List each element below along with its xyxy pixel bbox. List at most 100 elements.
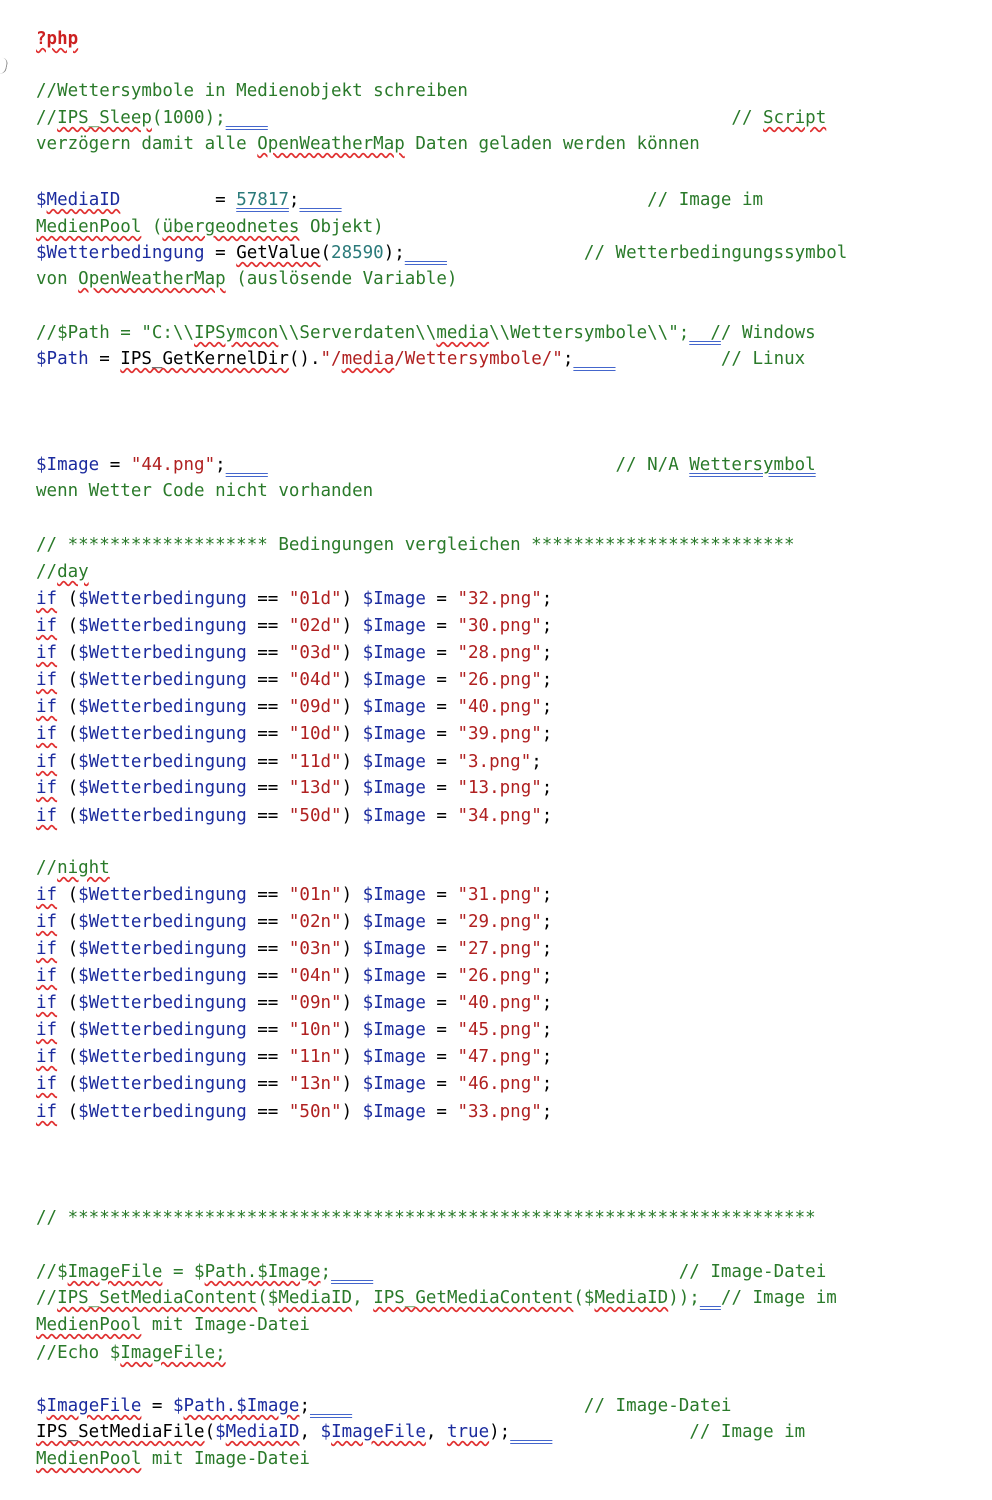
- code-token: "03n": [288, 939, 342, 959]
- code-token: =: [425, 778, 458, 798]
- code-token: MediaID: [278, 1288, 353, 1308]
- code-token: ,: [352, 1288, 374, 1308]
- code-token: $Image: [362, 885, 426, 905]
- code-token: ;: [541, 1047, 553, 1067]
- code-token: //: [36, 108, 58, 128]
- code-token: ==: [246, 1102, 289, 1122]
- code-token: =: [425, 912, 458, 932]
- code-token: //: [36, 858, 58, 878]
- code-token: =: [425, 1102, 458, 1122]
- code-token: ;: [320, 1262, 332, 1282]
- code-token: OpenWeatherMap: [257, 134, 405, 154]
- code-token: ;: [288, 190, 300, 210]
- code-token: ;: [541, 724, 553, 744]
- code-token: MedienPool: [36, 217, 142, 237]
- margin-bracket-mark: [0, 57, 9, 75]
- code-token: [310, 1396, 352, 1416]
- code-token: (: [57, 724, 79, 744]
- code-token: ==: [246, 752, 289, 772]
- code-token: $Wetterbedingung: [78, 1047, 247, 1067]
- code-token: "13n": [288, 1074, 342, 1094]
- code-token: =: [425, 670, 458, 690]
- code-token: $Wetterbedingung: [78, 616, 247, 636]
- code-line: MedienPool mit Image-Datei: [36, 1314, 310, 1336]
- code-token: ;: [541, 912, 553, 932]
- code-token: "44.png": [130, 455, 216, 475]
- code-token: $Image: [362, 912, 426, 932]
- code-token: ,: [299, 1422, 321, 1442]
- code-token: =: [88, 349, 121, 369]
- code-line: MedienPool (übergeodnetes Objekt): [36, 216, 384, 238]
- code-token: =: [425, 724, 458, 744]
- code-token: $Wetterbedingung: [78, 670, 247, 690]
- code-line: $Wetterbedingung = GetValue(28590); // W…: [36, 242, 847, 264]
- code-token: $Image: [362, 589, 426, 609]
- code-token: ($: [257, 1288, 279, 1308]
- code-token: "04d": [288, 670, 342, 690]
- code-token: "10n": [288, 1020, 342, 1040]
- code-token: $Wetterbedingung: [78, 806, 247, 826]
- code-token: if: [36, 806, 58, 826]
- code-line: ?php: [36, 28, 78, 50]
- code-token: "40.png": [457, 697, 542, 717]
- code-token: ;: [541, 939, 553, 959]
- code-token: "09n": [288, 993, 342, 1013]
- code-token: ().: [288, 349, 321, 369]
- code-token: ==: [246, 778, 289, 798]
- code-line: if ($Wetterbedingung == "02n") $Image = …: [36, 911, 552, 933]
- code-token: ;: [541, 966, 553, 986]
- code-token: "29.png": [457, 912, 542, 932]
- code-line: if ($Wetterbedingung == "03n") $Image = …: [36, 938, 552, 960]
- code-token: $Image: [362, 697, 426, 717]
- code-token: $Wetterbedingung: [78, 643, 247, 663]
- code-token: ): [341, 643, 363, 663]
- code-token: $Image: [362, 616, 426, 636]
- code-token: $Image: [362, 1074, 426, 1094]
- code-token: (: [57, 670, 79, 690]
- code-line: if ($Wetterbedingung == "09d") $Image = …: [36, 696, 552, 718]
- code-token: (: [57, 778, 79, 798]
- code-token: IPS_SetMediaContent: [57, 1288, 258, 1308]
- code-token: if: [36, 1074, 58, 1094]
- code-token: if: [36, 912, 58, 932]
- code-token: =: [425, 697, 458, 717]
- code-token: ;: [531, 752, 542, 772]
- code-line: if ($Wetterbedingung == "10d") $Image = …: [36, 723, 552, 745]
- code-token: ($: [573, 1288, 595, 1308]
- code-token: =: [425, 616, 458, 636]
- code-token: (: [57, 806, 79, 826]
- code-token: =: [425, 1020, 458, 1040]
- code-token: "28.png": [457, 643, 542, 663]
- code-token: $Wetterbedingung: [78, 993, 247, 1013]
- code-token: =: [425, 806, 458, 826]
- code-token: //: [267, 108, 764, 128]
- code-token: ): [341, 806, 363, 826]
- code-token: ==: [246, 616, 289, 636]
- code-line: //Wettersymbole in Medienobjekt schreibe…: [36, 80, 468, 102]
- code-token: // N/A: [267, 455, 690, 475]
- code-token: $Image: [362, 643, 426, 663]
- code-line: // *************************************…: [36, 1207, 816, 1229]
- code-token: "09d": [288, 697, 342, 717]
- code-token: "03d": [288, 643, 342, 663]
- code-token: ): [341, 697, 363, 717]
- code-token: ): [341, 670, 363, 690]
- code-token: "46.png": [457, 1074, 542, 1094]
- code-line: //night: [36, 857, 110, 879]
- code-token: // Image-Datei: [373, 1262, 827, 1282]
- code-token: ==: [246, 1020, 289, 1040]
- code-token: (: [141, 217, 163, 237]
- code-token: if: [36, 589, 58, 609]
- code-token: ==: [246, 806, 289, 826]
- code-token: Path.$Image: [183, 1396, 300, 1416]
- code-token: ;: [541, 616, 553, 636]
- code-token: [331, 1262, 373, 1282]
- code-token: GetValue: [236, 243, 321, 263]
- code-token: $Wetterbedingung: [78, 778, 247, 798]
- code-token: $Wetterbedingung: [78, 589, 247, 609]
- code-token: if: [36, 1047, 58, 1067]
- code-token: $: [36, 1396, 47, 1416]
- code-token: //: [36, 1288, 58, 1308]
- code-token: // ******************* Bedingungen vergl…: [36, 535, 795, 555]
- code-token: =: [425, 752, 458, 772]
